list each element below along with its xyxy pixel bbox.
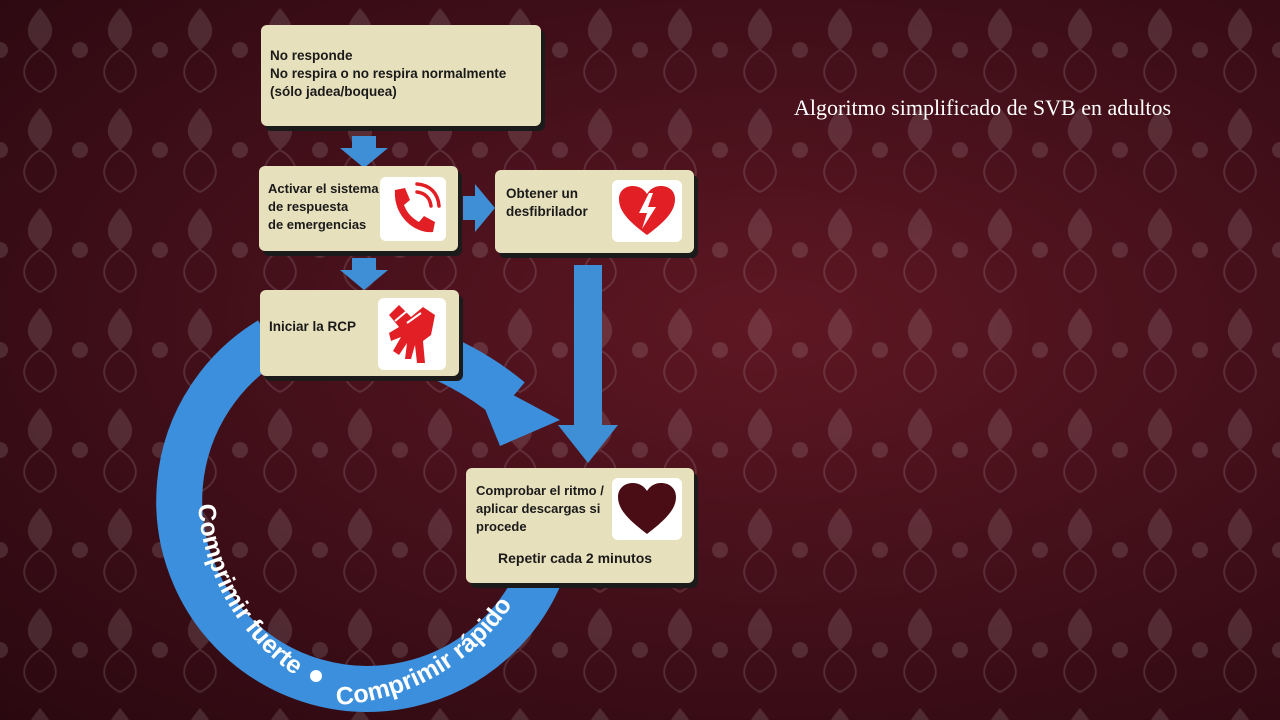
step-comprobar-ritmo: Comprobar el ritmo / aplicar descargas s… bbox=[466, 468, 694, 583]
arrow-down-2 bbox=[340, 258, 388, 290]
cycle-text-comprimir-rapido: Comprimir rápido bbox=[335, 592, 518, 711]
step-ritmo-line-1: Comprobar el ritmo / bbox=[476, 483, 604, 498]
step-rcp-line-1: Iniciar la RCP bbox=[269, 319, 357, 334]
step-ritmo-repeat: Repetir cada 2 minutos bbox=[498, 550, 653, 566]
cpr-hands-icon bbox=[378, 298, 446, 370]
arrow-down-1 bbox=[340, 136, 388, 168]
cycle-arrowhead bbox=[470, 372, 560, 446]
step-rcp-text: Iniciar la RCP bbox=[269, 318, 356, 336]
step-ritmo-text: Comprobar el ritmo / aplicar descargas s… bbox=[476, 482, 604, 536]
step-no-responde-text: No responde No respira o no respira norm… bbox=[270, 47, 506, 101]
step-iniciar-rcp: Iniciar la RCP bbox=[260, 290, 459, 376]
step-no-responde-line-1: No responde bbox=[270, 48, 353, 63]
phone-icon bbox=[380, 177, 446, 241]
arrow-down-long bbox=[558, 265, 618, 463]
arrow-right bbox=[463, 184, 495, 232]
defibrillator-heart-icon bbox=[612, 180, 682, 242]
step-activar-line-2: de respuesta bbox=[268, 199, 349, 214]
step-no-responde-line-2: No respira o no respira normalmente bbox=[270, 66, 507, 81]
step-activar-text: Activar el sistema de respuesta de emerg… bbox=[268, 180, 379, 234]
step-no-responde: No responde No respira o no respira norm… bbox=[261, 25, 541, 126]
step-desfibrilador-line-1: Obtener un bbox=[506, 186, 579, 201]
step-desfibrilador-line-2: desfibrilador bbox=[506, 204, 588, 219]
heart-outline-icon bbox=[612, 478, 682, 540]
step-ritmo-line-3: procede bbox=[476, 519, 527, 534]
cycle-ring-path bbox=[156, 320, 562, 712]
step-activar-line-3: de emergencias bbox=[268, 217, 367, 232]
step-activar-line-1: Activar el sistema bbox=[268, 181, 379, 196]
cycle-text-comprimir-fuerte: Comprimir fuerte bbox=[192, 502, 308, 680]
step-no-responde-line-3: (sólo jadea/boquea) bbox=[270, 84, 397, 99]
step-desfibrilador-text: Obtener un desfibrilador bbox=[506, 185, 588, 221]
step-ritmo-line-2: aplicar descargas si bbox=[476, 501, 601, 516]
step-obtener-desfibrilador: Obtener un desfibrilador bbox=[495, 170, 694, 253]
step-activar-sistema: Activar el sistema de respuesta de emerg… bbox=[259, 166, 458, 251]
cycle-separator-dot bbox=[310, 670, 322, 682]
slide-title: Algoritmo simplificado de SVB en adultos bbox=[794, 95, 1172, 120]
